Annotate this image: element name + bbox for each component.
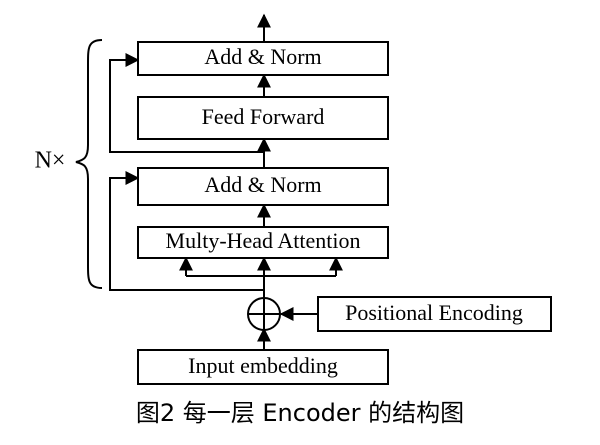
multi-head-attention-label: Multy-Head Attention [166, 228, 361, 253]
add-norm-bottom-box [137, 167, 389, 206]
input-embedding-label: Input embedding [188, 353, 338, 378]
add-norm-top-box [137, 41, 389, 76]
add-norm-bottom-label: Add & Norm [204, 172, 321, 197]
positional-encoding-block: Positional Encoding [317, 296, 552, 332]
input-embedding-box [137, 349, 389, 385]
input-embedding-block: Input embedding [137, 349, 389, 385]
residual-ff-line [109, 53, 264, 153]
feed-forward-block: Feed Forward [137, 96, 389, 140]
multi-head-attention-block: Multy-Head Attention [137, 226, 389, 259]
feed-forward-box [137, 96, 389, 140]
add-norm-top-block: Add & Norm [137, 41, 389, 76]
positional-sum-node [247, 297, 281, 331]
feed-forward-label: Feed Forward [202, 104, 325, 129]
positional-encoding-label: Positional Encoding [345, 300, 523, 325]
repeat-label: N× [35, 148, 66, 174]
residual-attention-line [109, 171, 264, 291]
repeat-brace [75, 39, 103, 289]
multi-head-attention-box [137, 226, 389, 259]
add-norm-bottom-block: Add & Norm [137, 167, 389, 206]
figure-caption: 图2 每一层 Encoder 的结构图 [136, 399, 464, 427]
add-norm-top-label: Add & Norm [204, 44, 321, 69]
positional-encoding-box [317, 296, 552, 332]
